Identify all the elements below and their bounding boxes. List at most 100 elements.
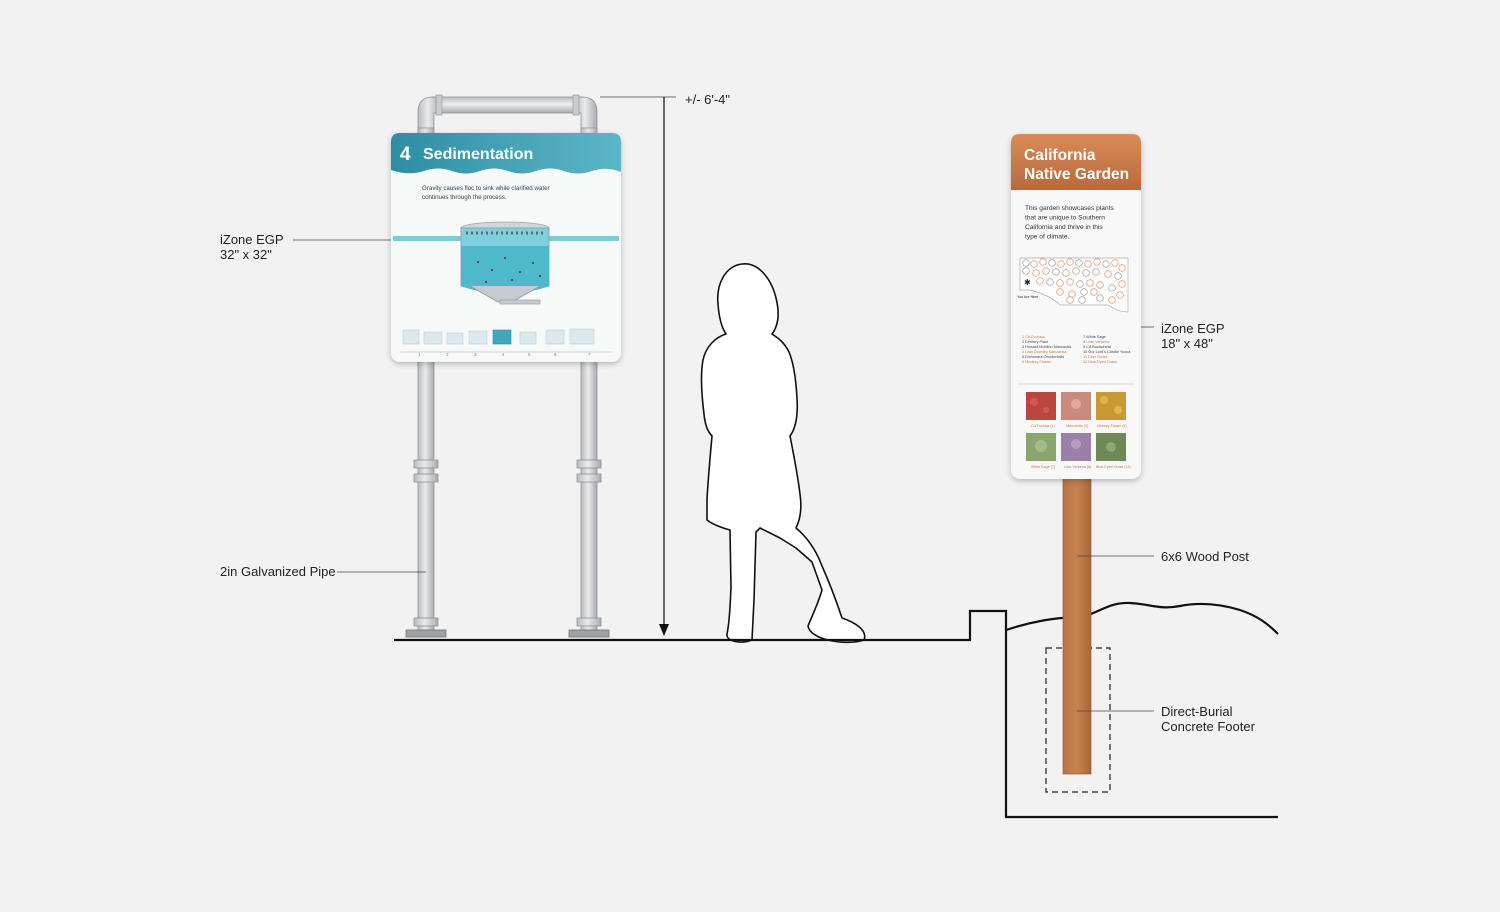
you-are-here-icon: ✱ (1024, 278, 1031, 287)
footer-label-line-2: Concrete Footer (1161, 719, 1255, 734)
wood-post-label: 6x6 Wood Post (1161, 549, 1249, 564)
plant-list-item: 6 Monkey Flower (1022, 360, 1052, 364)
plant-list-item: 2 Century Plant (1022, 340, 1049, 344)
map-plant-marker (1075, 259, 1083, 267)
plant-list-item: 11 Deer Grass (1083, 355, 1108, 359)
plant-photo-ca-fuchsia (1026, 392, 1056, 420)
map-plant-marker (1102, 260, 1110, 268)
map-plant-marker (1090, 288, 1098, 296)
footer-label: Direct-Burial Concrete Footer (1161, 704, 1255, 734)
egp-large-label: iZone EGP 32" x 32" (220, 232, 284, 262)
map-plant-marker (1116, 291, 1124, 299)
map-plant-marker (1092, 268, 1100, 276)
sign-title: Sedimentation (423, 146, 533, 163)
map-plant-marker (1066, 258, 1074, 266)
wood-post (1062, 469, 1092, 775)
sign-body-line-2: continues through the process. (422, 194, 507, 201)
plant-list-item: 12 Blue-Eyed Grass (1083, 360, 1117, 364)
you-are-here-label: You Are Here (1017, 295, 1038, 299)
footer-label-line-1: Direct-Burial (1161, 704, 1233, 719)
map-plant-marker (1072, 267, 1080, 275)
sign-body-line-1: Gravity causes floc to sink while clarif… (422, 185, 550, 192)
map-plant-marker (1104, 270, 1112, 278)
process-step-number: 7 (588, 352, 591, 357)
leader-lines (293, 239, 1154, 712)
map-plant-marker (1042, 267, 1050, 275)
garden-body-line: California and thrive in this (1025, 224, 1103, 231)
map-plant-marker (1036, 277, 1044, 285)
map-plant-marker (1046, 278, 1054, 286)
egp-tall-label-line-1: iZone EGP (1161, 321, 1225, 336)
map-plant-marker (1108, 296, 1116, 304)
map-plant-marker (1111, 259, 1119, 267)
map-plant-marker (1080, 288, 1088, 296)
process-strip (402, 328, 595, 345)
map-plant-marker (1030, 260, 1038, 268)
map-plant-marker (1118, 264, 1126, 272)
map-plant-marker (1084, 260, 1092, 268)
height-dimension-label: +/- 6'-4" (685, 92, 731, 107)
sedimentation-sign-content: 4 Sedimentation Gravity causes floc to s… (391, 133, 621, 357)
map-plant-marker (1062, 269, 1070, 277)
map-plant-marker (1066, 278, 1074, 286)
plant-photo-monkey-flower (1096, 392, 1126, 420)
map-plant-marker (1114, 272, 1122, 280)
plant-list-item: 9 CA Buckwheat (1083, 345, 1112, 349)
process-step-number: 1 (418, 352, 421, 357)
plant-photo-caption: Lilac Verbena (8) (1064, 465, 1091, 469)
map-plant-marker (1057, 260, 1065, 268)
garden-title-line-1: California (1024, 147, 1096, 164)
map-plant-marker (1056, 288, 1064, 296)
map-plant-marker (1052, 268, 1060, 276)
plant-photo-captions: CA Fuchsia (1)Manzanita (4)Monkey Flower… (1031, 424, 1131, 469)
map-plant-marker (1056, 279, 1064, 287)
egp-large-label-line-2: 32" x 32" (220, 247, 272, 262)
garden-sign-header (1011, 134, 1141, 190)
plant-photo-caption: White Sage (7) (1031, 465, 1055, 469)
pipe-label: 2in Galvanized Pipe (220, 564, 336, 579)
map-plant-marker (1096, 294, 1104, 302)
map-plant-marker (1082, 269, 1090, 277)
child-silhouette (700, 263, 866, 644)
process-step-number: 6 (554, 352, 557, 357)
map-plant-marker (1066, 296, 1074, 304)
plant-photo-grid (1026, 392, 1126, 461)
height-dimension (600, 96, 676, 636)
plant-list-item: 1 CA Fuchsia (1022, 335, 1045, 339)
garden-body-line: that are unique to Southern (1025, 215, 1105, 222)
map-plant-marker (1022, 259, 1030, 267)
plant-photo-caption: Manzanita (4) (1066, 424, 1088, 428)
garden-body-line: This garden showcases plants (1025, 205, 1114, 212)
garden-title-line-2: Native Garden (1024, 166, 1129, 183)
plant-list-item: 5 Dichondra Occidentalis (1022, 355, 1064, 359)
plant-list-item: 4 Lilac Dowdey Manzanita (1022, 350, 1067, 354)
plant-list-item: 10 Our Lord's Candle Yucca (1083, 350, 1131, 354)
map-plant-marker (1022, 267, 1030, 275)
garden-body-text: This garden showcases plants that are uni… (1025, 205, 1114, 241)
garden-sign-content: California Native Garden This garden sho… (1011, 134, 1141, 469)
map-plant-marker (1032, 269, 1040, 277)
map-plant-marker (1108, 284, 1116, 292)
map-plant-marker (1048, 259, 1056, 267)
map-plant-marker (1076, 280, 1084, 288)
process-step-number: 5 (528, 352, 531, 357)
plant-photo-caption: Monkey Flower (6) (1097, 424, 1127, 428)
map-plant-marker (1039, 258, 1047, 266)
map-plant-marker (1093, 258, 1101, 266)
map-plant-marker (1078, 296, 1086, 304)
garden-body-line: type of climate. (1025, 234, 1070, 241)
sign-header-band (391, 133, 621, 174)
sign-step-number: 4 (400, 144, 411, 165)
map-plant-marker (1086, 279, 1094, 287)
plant-list-item: 8 Lilac Verbena (1083, 340, 1110, 344)
process-step-number: 2 (446, 352, 449, 357)
map-plant-marker (1096, 281, 1104, 289)
garden-map: ✱ You Are Here (1017, 257, 1129, 313)
sedimentation-tank-illustration (460, 221, 550, 305)
egp-tall-label-line-2: 18" x 48" (1161, 336, 1213, 351)
process-step-number: 4 (502, 352, 505, 357)
map-plant-marker (1118, 280, 1126, 288)
plant-photo-caption: Blue-Eyed Grass (12) (1096, 465, 1131, 469)
